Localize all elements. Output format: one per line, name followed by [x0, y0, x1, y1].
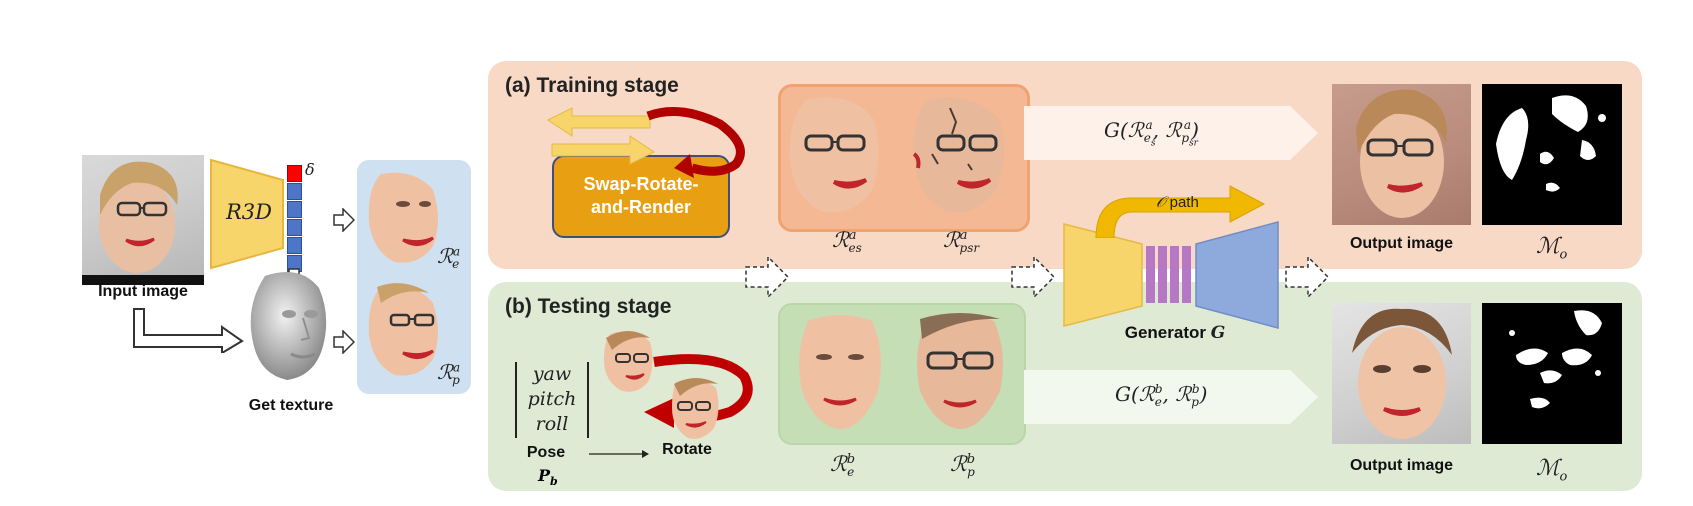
dashed-arrow-middle-icon	[1011, 255, 1056, 299]
o-path-label: 𝒪 path	[1156, 193, 1199, 211]
testing-mask-label: ℳo	[1536, 456, 1568, 485]
training-generator-formula: G(ℛesa, ℛpsra)	[1104, 118, 1199, 149]
generator-network	[1063, 221, 1279, 329]
testing-stage-title: (b) Testing stage	[505, 295, 672, 318]
texture-mesh-head	[250, 272, 327, 380]
training-mask-image	[1482, 84, 1622, 225]
pose-roll: roll	[535, 413, 569, 435]
pose-symbol: Pb	[538, 466, 558, 489]
rotate-small-face-bottom	[672, 378, 719, 439]
training-mask-label: ℳo	[1536, 234, 1568, 263]
r-psr-a-label: ℛapsr	[943, 228, 980, 256]
testing-output-image	[1332, 303, 1471, 444]
pose-matrix: yaw pitch roll	[515, 362, 589, 438]
rotate-small-face-top	[604, 331, 653, 392]
rp-a-label: ℛap	[437, 360, 461, 387]
testing-mask-image	[1482, 303, 1622, 444]
to-render-arrow-bottom-icon	[333, 330, 355, 354]
r-es-a-label: ℛaes	[832, 228, 862, 256]
r-e-b-label: ℛbe	[830, 452, 856, 480]
rotate-label: Rotate	[662, 441, 712, 458]
testing-face-e	[799, 315, 881, 429]
training-generator-arrow	[1024, 106, 1318, 160]
swap-label-line2: and-Render	[590, 197, 691, 217]
input-image-label: Input image	[98, 283, 188, 300]
pose-pitch: pitch	[527, 388, 577, 410]
training-face-psr	[912, 97, 1005, 213]
testing-generator-arrow	[1024, 370, 1318, 424]
to-render-arrow-top-icon	[333, 208, 355, 232]
feature-vector	[287, 165, 302, 272]
r-p-b-label: ℛbp	[950, 452, 976, 480]
pose-to-rotate-arrow-icon	[589, 450, 649, 458]
dashed-arrow-right-icon	[1285, 255, 1330, 299]
input-image	[82, 155, 204, 285]
r3d-label: R3D	[226, 200, 273, 224]
delta-symbol: δ	[305, 160, 315, 179]
pose-yaw: yaw	[532, 363, 572, 385]
testing-face-p	[917, 313, 1003, 429]
rendered-face-pose	[368, 283, 438, 376]
dashed-arrow-left-icon	[745, 255, 790, 299]
pose-label: Pose	[526, 444, 566, 461]
rotate-arrow-icon	[646, 107, 745, 178]
training-stage-title: (a) Training stage	[505, 74, 679, 97]
swap-label-line1: Swap-Rotate-	[583, 174, 699, 194]
training-output-label: Output image	[1349, 235, 1454, 252]
re-a-label: ℛae	[437, 244, 461, 271]
input-to-texture-arrow-icon	[133, 308, 244, 353]
swap-arrows-icon	[547, 107, 655, 165]
generator-label: Generator G	[1124, 323, 1226, 343]
o-path-arrow	[1095, 185, 1266, 238]
r3d-network-shape	[210, 158, 284, 270]
testing-output-label: Output image	[1349, 457, 1454, 474]
training-output-image	[1332, 84, 1471, 225]
rendered-face-expression	[368, 172, 438, 263]
training-face-es	[789, 97, 879, 213]
testing-generator-formula: G(ℛeb, ℛpb)	[1115, 382, 1208, 409]
get-texture-label: Get texture	[248, 397, 334, 414]
